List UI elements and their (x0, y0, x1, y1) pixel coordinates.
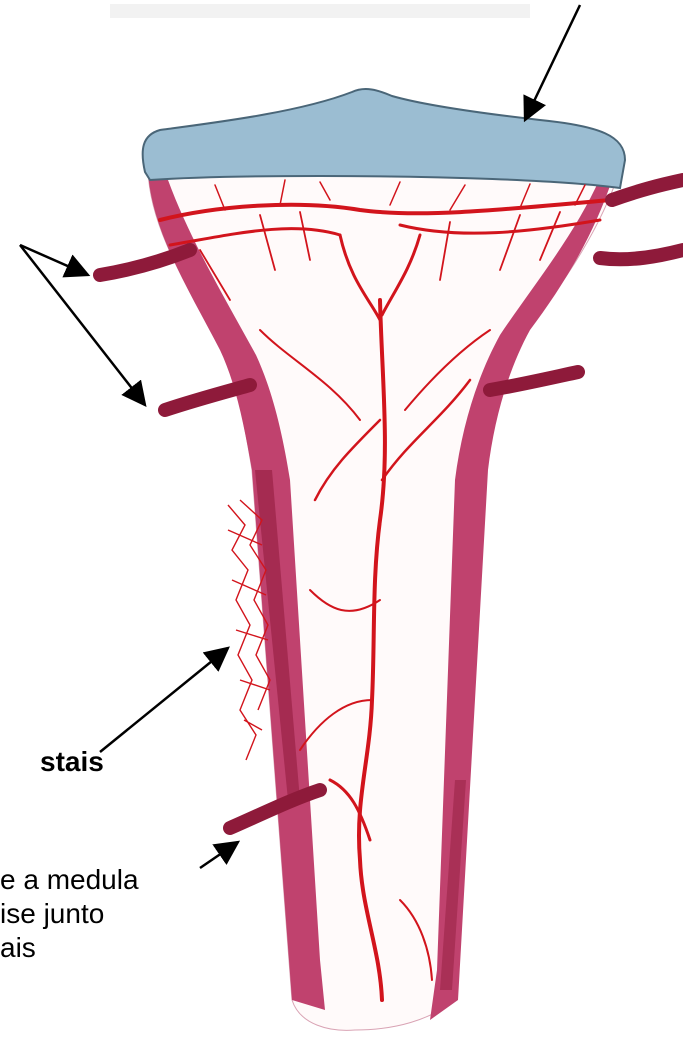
arrow-top (525, 5, 580, 120)
note-line-3: ais (0, 930, 36, 965)
arrow-periosteal (100, 648, 228, 752)
epiphyseal-cartilage (143, 89, 625, 188)
periosteal-label: stais (40, 748, 104, 776)
faded-header-text (110, 4, 530, 18)
note-line-2: ise junto (0, 896, 104, 931)
arrow-nutrient (200, 842, 238, 868)
note-line-1: e a medula (0, 862, 139, 897)
